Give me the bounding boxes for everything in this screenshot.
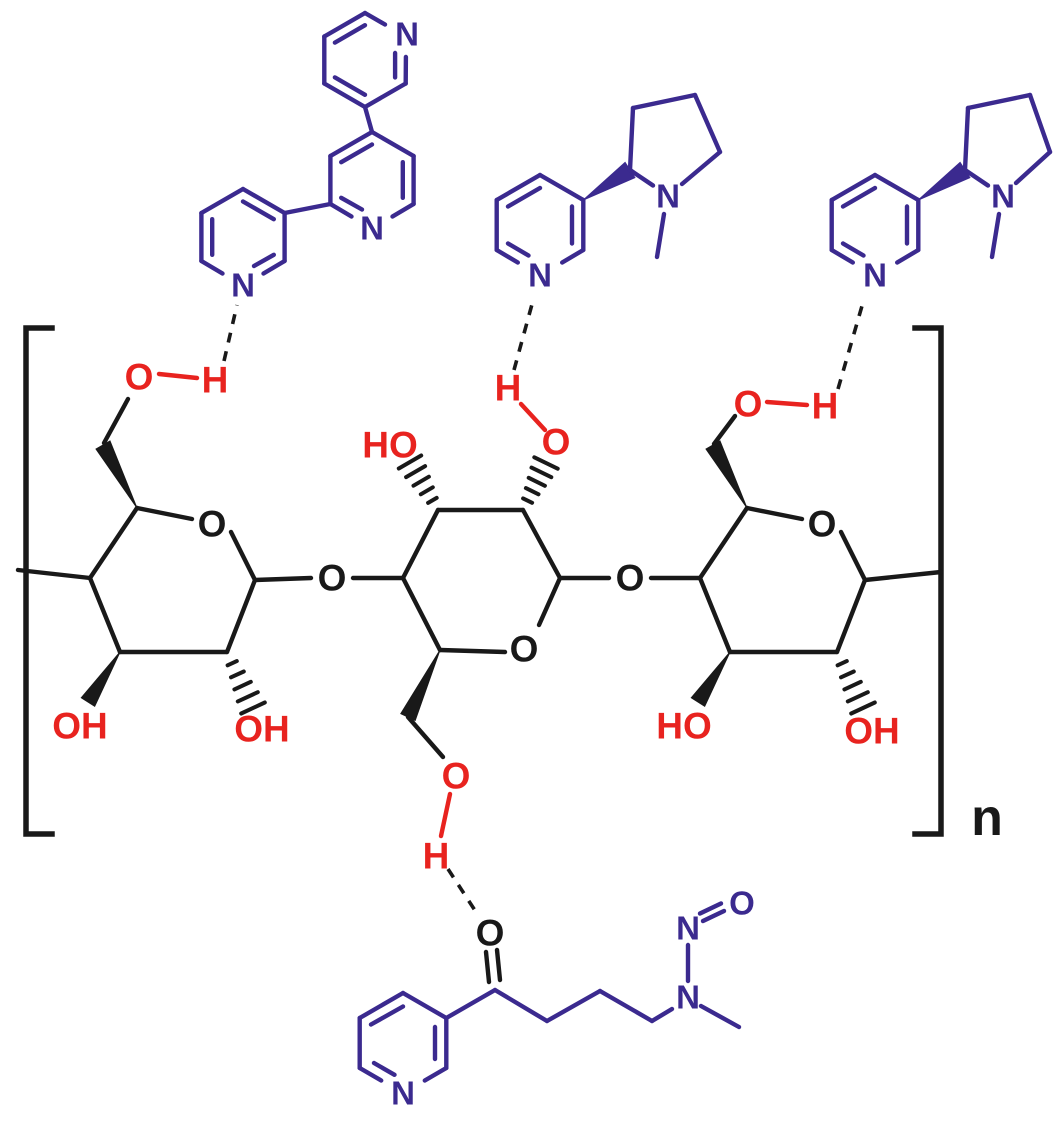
bond bbox=[405, 714, 446, 760]
hydroxyl-hydrogen-label: H bbox=[202, 360, 229, 401]
bond bbox=[520, 507, 563, 581]
glucose-unit-3: O O H OH HO bbox=[656, 384, 944, 752]
hydroxyl-oxygen-label: O bbox=[734, 384, 763, 425]
oh-bond bbox=[438, 791, 453, 839]
bond bbox=[697, 505, 750, 581]
pyridine-nitrogen-label: N bbox=[863, 257, 887, 294]
bond bbox=[15, 567, 93, 581]
bond bbox=[711, 413, 738, 447]
hydroxyl-hydrogen-label: H bbox=[812, 386, 839, 427]
bond bbox=[536, 575, 563, 628]
wedge-bond bbox=[705, 440, 748, 509]
bracket-right bbox=[912, 325, 944, 837]
hydroxyl-label: HO bbox=[362, 425, 418, 466]
nitroso-double-bond bbox=[700, 908, 727, 924]
wedge-bond bbox=[917, 161, 971, 201]
pyridine-nitrogen-label: N bbox=[391, 1075, 415, 1112]
bond bbox=[224, 577, 258, 655]
hash-bond bbox=[835, 659, 877, 716]
wedge-bond bbox=[80, 651, 121, 708]
pyridine-nitrogen-label: N bbox=[231, 267, 255, 304]
hydrogen-bond-nicotine-1 bbox=[512, 296, 536, 371]
nicotine-alkaloid-1: N N bbox=[494, 92, 723, 294]
carbonyl-double-bond bbox=[483, 949, 492, 985]
pyridine-nitrogen-label: N bbox=[528, 257, 552, 294]
glycosidic-oxygen-label: O bbox=[318, 558, 347, 599]
bond bbox=[400, 575, 443, 653]
hydroxyl-oxygen-label: O bbox=[542, 422, 571, 463]
ring-oxygen-label: O bbox=[808, 504, 837, 545]
bond bbox=[697, 575, 733, 655]
bond bbox=[87, 505, 140, 581]
bond bbox=[252, 575, 314, 583]
oh-bond bbox=[156, 371, 200, 381]
carbonyl-double-bond bbox=[494, 947, 503, 983]
bond bbox=[400, 507, 441, 581]
repeat-index-label: n bbox=[971, 789, 1003, 847]
pyridine-nitrogen-label: N bbox=[395, 16, 419, 53]
n-methyl-bond bbox=[698, 1003, 742, 1030]
nicotine-alkaloid-2: N N bbox=[829, 92, 1053, 294]
hydroxyl-label: OH bbox=[234, 709, 290, 750]
hash-bond bbox=[396, 453, 439, 505]
terpyridine-alkaloid: N N N bbox=[199, 10, 419, 304]
hydrogen-bond-terpyridine bbox=[222, 304, 239, 362]
hydroxyl-label: OH bbox=[844, 711, 900, 752]
hydroxyl-label: OH bbox=[52, 706, 108, 747]
carbonyl-oxygen-label: O bbox=[476, 913, 505, 954]
wedge-bond bbox=[690, 651, 731, 708]
ring-oxygen-label: O bbox=[198, 504, 227, 545]
oh-bond bbox=[764, 399, 810, 408]
bond bbox=[134, 505, 195, 522]
hydroxyl-oxygen-label: O bbox=[442, 756, 471, 797]
hydroxyl-hydrogen-label: H bbox=[495, 368, 522, 409]
bracket-left bbox=[23, 325, 55, 837]
glucose-unit-2: O O HO O H O H bbox=[362, 368, 703, 877]
hash-bond bbox=[225, 659, 267, 716]
hash-bond bbox=[521, 455, 560, 505]
wedge-bond bbox=[95, 440, 138, 509]
oh-bond bbox=[518, 401, 548, 433]
bond bbox=[744, 505, 805, 522]
glycosidic-oxygen-label: O bbox=[616, 558, 645, 599]
glucose-unit-1: O O O H OH OH bbox=[15, 357, 406, 750]
pyridine-nitrogen-label: N bbox=[360, 210, 384, 247]
hydrogen-bond-nnk bbox=[446, 868, 480, 916]
nitroso-double-bond bbox=[697, 901, 724, 916]
n-methyl-bond bbox=[654, 211, 667, 260]
ring-oxygen-label: O bbox=[510, 629, 539, 670]
bond bbox=[87, 575, 123, 655]
amine-nitrogen-label: N bbox=[676, 979, 700, 1016]
bond bbox=[437, 647, 508, 655]
bond bbox=[838, 529, 868, 583]
nnk-alkaloid: N O N N O bbox=[357, 885, 755, 1112]
n-methyl-bond bbox=[989, 211, 1002, 260]
bond bbox=[101, 396, 131, 446]
hydrogen-bonds bbox=[222, 296, 866, 916]
wedge-bond bbox=[582, 161, 636, 201]
wedge-bond bbox=[400, 649, 441, 722]
hydrogen-bond-nicotine-2 bbox=[836, 298, 866, 390]
hydroxyl-hydrogen-label: H bbox=[423, 836, 450, 877]
nitroso-oxygen-label: O bbox=[729, 885, 755, 922]
pyrrolidine-nitrogen-label: N bbox=[991, 178, 1015, 215]
hydroxyl-label: HO bbox=[656, 706, 712, 747]
hydroxyl-oxygen-label: O bbox=[125, 357, 154, 398]
bond bbox=[862, 569, 944, 583]
bond bbox=[228, 529, 258, 583]
nitroso-nitrogen-label: N bbox=[676, 910, 700, 947]
bond bbox=[834, 577, 868, 655]
pyrrolidine-nitrogen-label: N bbox=[656, 178, 680, 215]
polymer-brackets: n bbox=[23, 325, 1003, 847]
